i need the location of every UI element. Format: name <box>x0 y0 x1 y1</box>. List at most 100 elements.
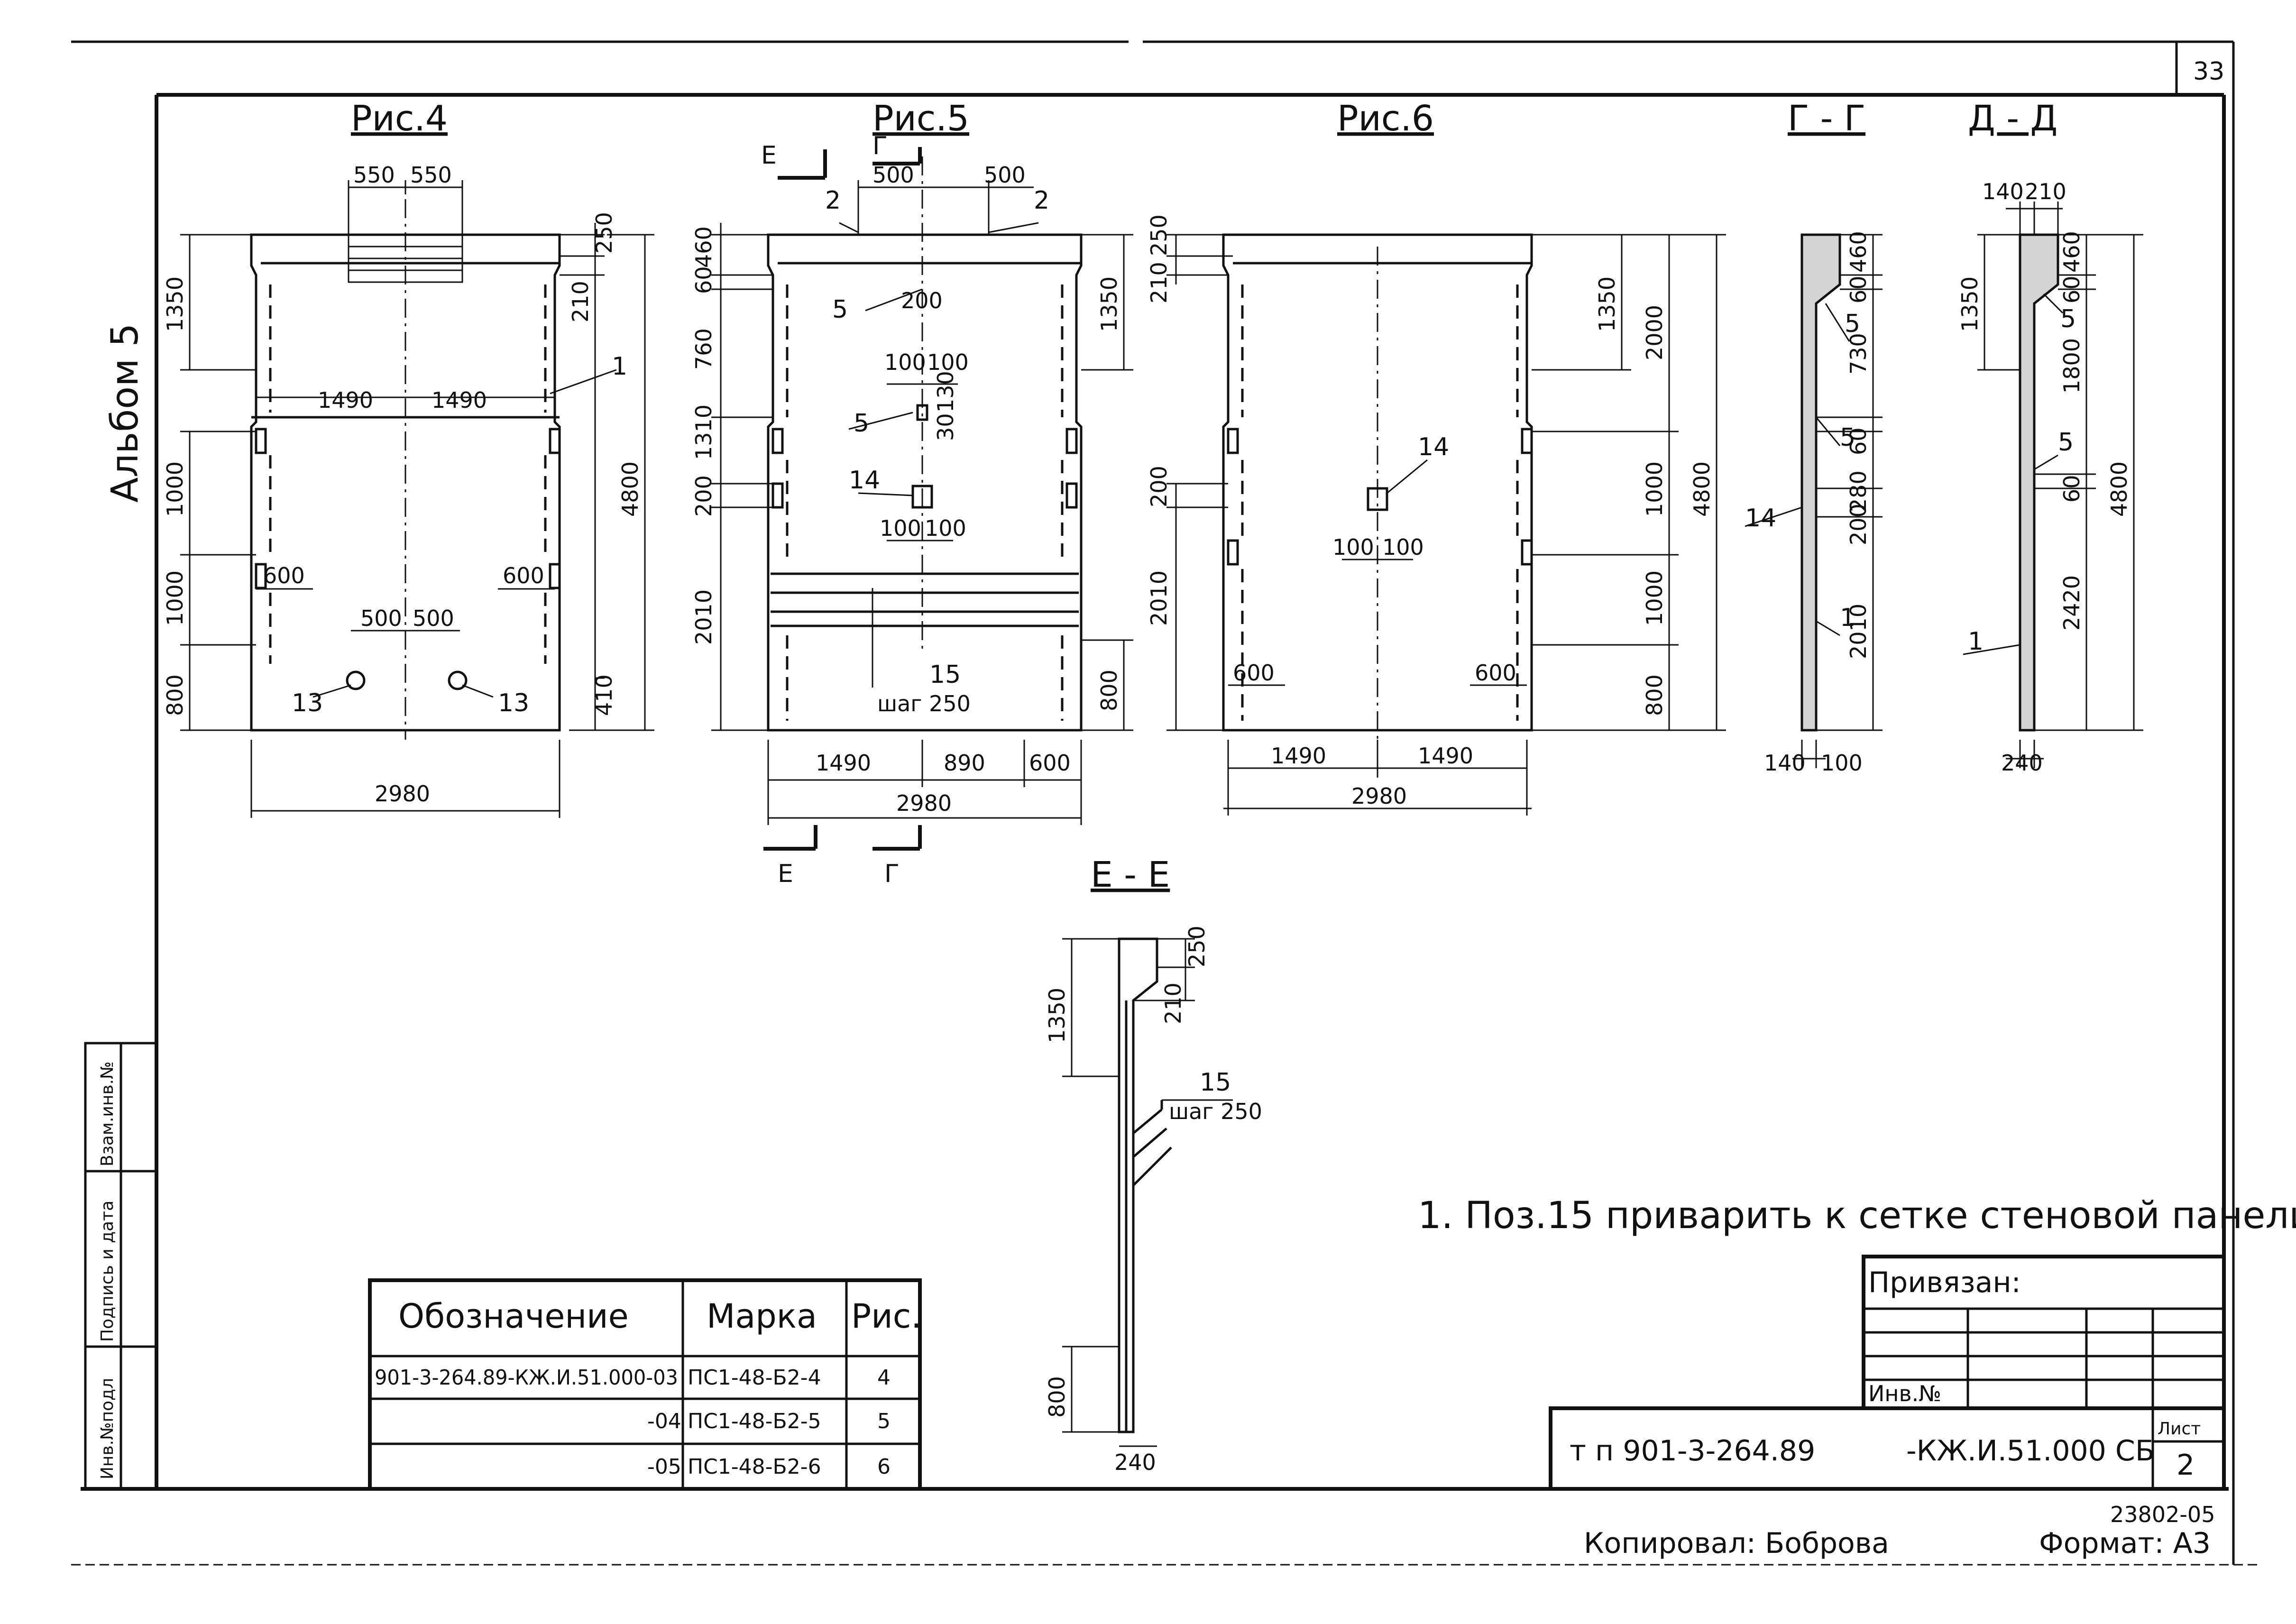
gg-dim-200: 200 <box>1846 504 1871 545</box>
fig4-leader-13a: 13 <box>292 689 323 717</box>
gg-dim-2010: 2010 <box>1846 604 1871 659</box>
figure-6-title: Рис.6 <box>1337 98 1434 139</box>
fig5-dim-100a: 100 <box>884 349 926 375</box>
fig5-dim-1350: 1350 <box>1096 276 1122 332</box>
section-dd-title: Д - Д <box>1968 98 2057 139</box>
fig4-dim-4800: 4800 <box>617 461 643 517</box>
fig5-dim-1310: 1310 <box>691 404 716 460</box>
fig6-dim-2980: 2980 <box>1351 783 1407 809</box>
title-block-privyazan: Привязан: <box>1868 1266 2021 1299</box>
section-gg: Г - Г 460 60 730 60 280 200 2010 140 100… <box>1745 98 1883 776</box>
fig6-dim-210: 210 <box>1146 262 1172 303</box>
ee-dim-250: 250 <box>1184 926 1210 967</box>
spec-row2-fig: 5 <box>877 1409 891 1433</box>
sheet-number: 33 <box>2193 57 2224 86</box>
title-block-list-label: Лист <box>2158 1419 2201 1439</box>
title-block-code-right: -КЖ.И.51.000 СБ <box>1906 1434 2155 1468</box>
title-block: Привязан: Инв.№ т п 901-3-264.89 -КЖ.И.5… <box>1549 1255 2226 1491</box>
spec-header-mark: Марка <box>707 1297 817 1336</box>
fig4-dim-500b: 500 <box>413 606 454 631</box>
fig4-dim-600b: 600 <box>503 563 544 588</box>
fig6-dim-600a: 600 <box>1233 660 1275 686</box>
fig5-section-G-top: Г <box>872 132 888 160</box>
side-stamp: Инв.№подл Подпись и дата Взам.инв.№ <box>84 1042 158 1490</box>
fig6-dim-1000a: 1000 <box>1642 461 1667 517</box>
spec-row1-designation: 901-3-264.89-КЖ.И.51.000-03 <box>375 1366 678 1390</box>
ee-dim-210: 210 <box>1160 982 1186 1024</box>
title-block-list-value: 2 <box>2177 1449 2195 1482</box>
fig6-dim-1490b: 1490 <box>1418 743 1473 769</box>
fig5-dim-130: 130 <box>933 371 958 413</box>
fig6-leader-14: 14 <box>1418 433 1449 461</box>
fig6-dim-250: 250 <box>1146 214 1172 256</box>
fig6-dim-1490a: 1490 <box>1271 743 1326 769</box>
dd-dim-1350: 1350 <box>1957 276 1983 332</box>
side-stamp-inv: Инв.№подл <box>98 1378 117 1479</box>
fig5-dim-100b: 100 <box>927 349 969 375</box>
gg-leader-5b: 5 <box>1840 423 1855 452</box>
fig6-dim-100a: 100 <box>1332 534 1374 560</box>
fig5-section-E-top: Е <box>761 141 777 170</box>
dd-dim-1800: 1800 <box>2059 338 2085 394</box>
fig5-section-E-bottom: Е <box>778 860 793 888</box>
dd-dim-210: 210 <box>2025 179 2066 204</box>
spec-row1-fig: 4 <box>877 1366 891 1390</box>
dd-dim-460: 460 <box>2059 231 2085 273</box>
fig6-dim-2000: 2000 <box>1642 305 1667 360</box>
fig4-dim-1490a: 1490 <box>318 387 373 413</box>
fig5-dim-step: шаг 250 <box>877 691 971 716</box>
dd-leader-5a: 5 <box>2060 305 2076 333</box>
fig5-dim-60: 60 <box>691 266 716 294</box>
dd-leader-5b: 5 <box>2058 428 2074 457</box>
fig4-dim-210: 210 <box>568 281 593 322</box>
gg-dim-60b: 60 <box>1846 427 1871 455</box>
section-gg-title: Г - Г <box>1788 98 1865 139</box>
spec-row2-mark: ПС1-48-Б2-5 <box>688 1409 821 1433</box>
ee-leader-15: 15 <box>1200 1068 1231 1097</box>
fig5-leader-14: 14 <box>849 466 880 495</box>
fig4-dim-1490b: 1490 <box>432 387 487 413</box>
section-ee-title: Е - Е <box>1091 854 1170 895</box>
fig5-dim-2980: 2980 <box>896 790 952 816</box>
gg-dim-60a: 60 <box>1846 275 1871 303</box>
title-block-code-left: т п 901-3-264.89 <box>1570 1434 1815 1468</box>
section-ee: Е - Е 1350 250 210 800 240 15 шаг 250 <box>1044 854 1262 1475</box>
ee-dim-1350: 1350 <box>1044 988 1070 1043</box>
fig4-dim-500a: 500 <box>360 606 402 631</box>
ee-leader-step: шаг 250 <box>1169 1099 1262 1124</box>
fig6-dim-2010: 2010 <box>1146 570 1172 626</box>
general-note: 1. Поз.15 приварить к сетке стеновой пан… <box>1418 1194 2296 1237</box>
fig6-dim-800: 800 <box>1642 674 1667 716</box>
figure-5-title: Рис.5 <box>872 98 969 139</box>
fig5-leader-2a: 2 <box>825 186 841 215</box>
album-label: Альбом 5 <box>104 323 147 503</box>
gg-dim-140: 140 <box>1764 750 1806 776</box>
fig5-section-G-bottom: Г <box>884 860 900 888</box>
fig4-leader-13b: 13 <box>498 689 529 717</box>
figure-6: Рис.6 210 250 200 2010 1350 2000 1000 <box>1146 98 1726 816</box>
fig4-dim-550a: 550 <box>353 162 395 188</box>
fig4-dim-1000a: 1000 <box>162 461 188 517</box>
fig6-dim-4800: 4800 <box>1689 461 1715 517</box>
footer-order-no: 23802-05 <box>2110 1502 2215 1527</box>
spec-row3-mark: ПС1-48-Б2-6 <box>688 1455 821 1479</box>
fig4-dim-800: 800 <box>162 674 188 716</box>
spec-header-designation: Обозначение <box>398 1297 629 1336</box>
figure-4: Рис.4 550 <box>162 98 654 818</box>
fig6-dim-600b: 600 <box>1475 660 1516 686</box>
side-stamp-replace: Взам.инв.№ <box>98 1061 117 1166</box>
gg-dim-280: 280 <box>1846 470 1871 512</box>
fig4-dim-550b: 550 <box>410 162 452 188</box>
dd-dim-4800: 4800 <box>2106 461 2132 517</box>
fig5-dim-600: 600 <box>1029 750 1071 776</box>
gg-leader-1: 1 <box>1840 604 1855 632</box>
fig6-dim-1350: 1350 <box>1594 276 1620 332</box>
dd-leader-1: 1 <box>1968 627 1984 656</box>
fig5-leader-15: 15 <box>929 661 961 689</box>
fig5-leader-5a: 5 <box>832 295 848 324</box>
spec-row2-designation: -04 <box>647 1409 681 1433</box>
title-block-inv: Инв.№ <box>1868 1381 1941 1406</box>
side-stamp-sign: Подпись и дата <box>98 1201 117 1342</box>
fig5-dim-760: 760 <box>691 328 716 370</box>
